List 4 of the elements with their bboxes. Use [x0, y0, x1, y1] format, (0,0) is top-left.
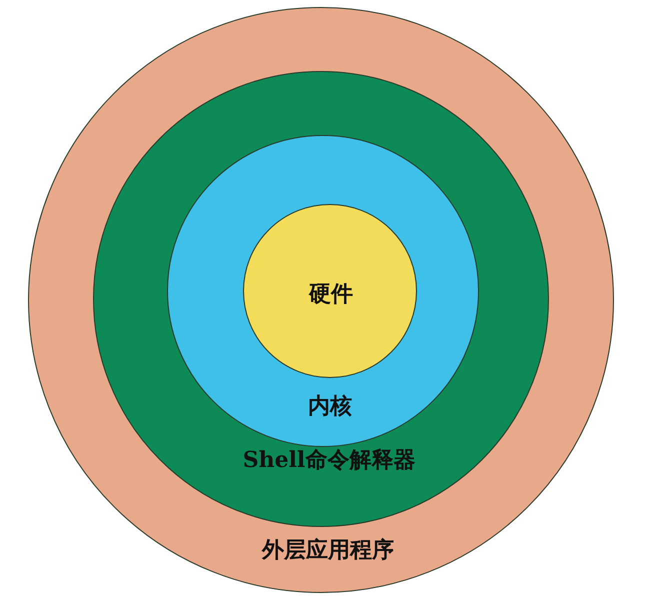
- layer-label: 外层应用程序: [262, 536, 394, 565]
- layer-label: 内核: [308, 392, 352, 421]
- layer-label: Shell命令解释器: [242, 446, 416, 475]
- layer-label: 硬件: [309, 280, 353, 309]
